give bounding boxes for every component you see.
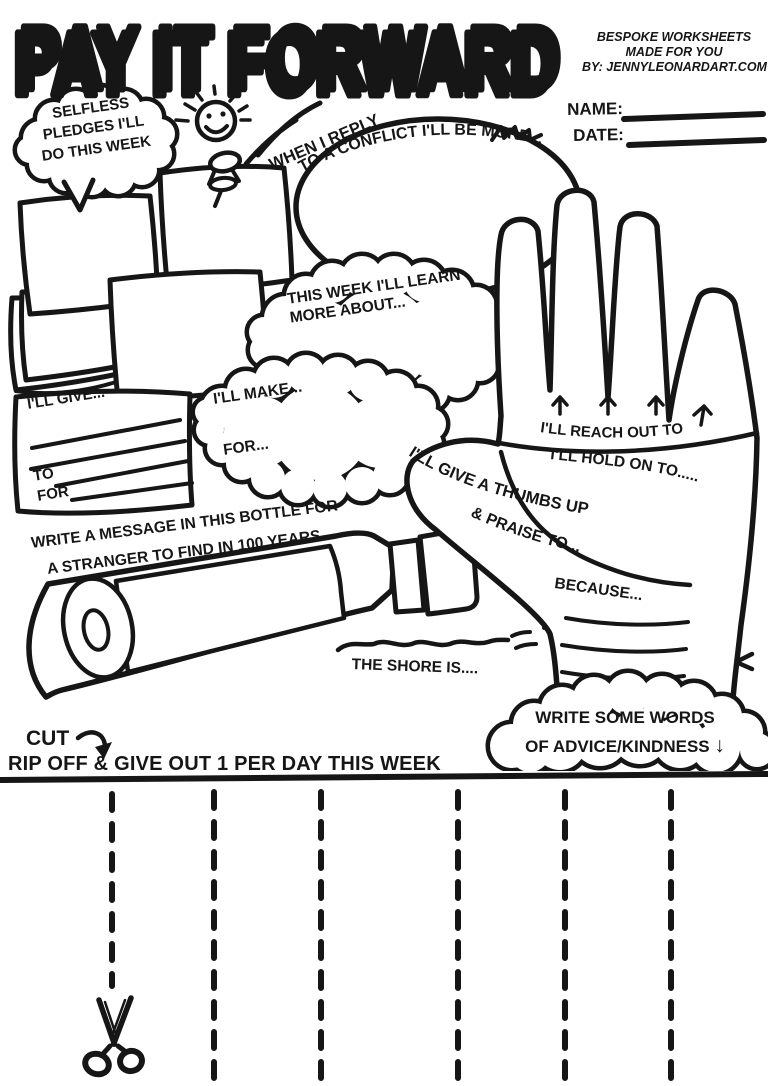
curved-cut-arrow-icon — [75, 730, 112, 759]
credit-line: MADE FOR YOU — [625, 44, 723, 59]
credit-text: BESPOKE WORKSHEETS MADE FOR YOU BY: JENN… — [582, 30, 767, 74]
credit-line: BESPOKE WORKSHEETS — [596, 30, 752, 44]
reach-out-label: I'LL REACH OUT TO — [539, 419, 684, 441]
advice-line1: WRITE SOME WORDS — [535, 708, 715, 727]
advice-line2-wrap: OF ADVICE/KINDNESS ↓ — [500, 731, 750, 761]
give-to-label: TO — [32, 464, 55, 485]
emphasis-slash-marks — [243, 100, 323, 167]
give-box — [12, 388, 195, 516]
advice-label: WRITE SOME WORDS OF ADVICE/KINDNESS ↓ — [500, 706, 750, 761]
scissors-icon — [82, 995, 145, 1078]
page-title: PAY IT FORWARD — [19, 9, 561, 109]
smiley-rays — [174, 84, 252, 123]
wrist-write-line — [564, 616, 690, 627]
name-label: NAME: — [567, 99, 624, 119]
cut-label: CUT — [26, 727, 70, 750]
give-write-line — [29, 439, 187, 471]
bottle-illustration — [26, 529, 755, 700]
give-for-line — [70, 481, 194, 502]
tear-line — [0, 771, 768, 783]
credit-line: BY: JENNYLEONARDART.COM — [582, 59, 767, 74]
page-title-shadow: PAY IT FORWARD — [13, 15, 555, 115]
give-write-line — [30, 418, 182, 450]
name-line — [621, 111, 766, 122]
pledges-cloud — [17, 87, 175, 213]
cut-dashed-lines — [109, 789, 674, 1085]
hand-illustration — [404, 187, 760, 704]
shore-wavy-line — [335, 637, 511, 653]
bubble-zigzag-decoration — [490, 125, 543, 142]
palm-top-line — [496, 430, 760, 454]
bottle-lip — [387, 537, 427, 615]
pledges-cloud-tail — [61, 177, 96, 213]
down-arrow: ↓ — [714, 733, 725, 757]
smiley-face-icon — [174, 84, 252, 143]
scroll-sheet — [113, 543, 347, 675]
scroll-curl — [81, 608, 111, 652]
date-line — [626, 137, 767, 148]
give-to-line — [54, 459, 190, 488]
up-arrow-icon — [551, 395, 713, 427]
advice-line2: OF ADVICE/KINDNESS — [525, 736, 710, 756]
hand-outline — [404, 187, 760, 704]
pledges-cloud-tail-fill — [64, 178, 94, 212]
thumb-palm-fold-line — [498, 449, 693, 588]
date-label: DATE: — [573, 125, 625, 145]
wrist-write-line — [560, 643, 688, 654]
give-box-outline — [12, 388, 195, 516]
rip-off-label: RIP OFF & GIVE OUT 1 PER DAY THIS WEEK — [8, 753, 441, 775]
sticky-notes — [8, 163, 295, 403]
pushpin-icon — [207, 150, 243, 208]
